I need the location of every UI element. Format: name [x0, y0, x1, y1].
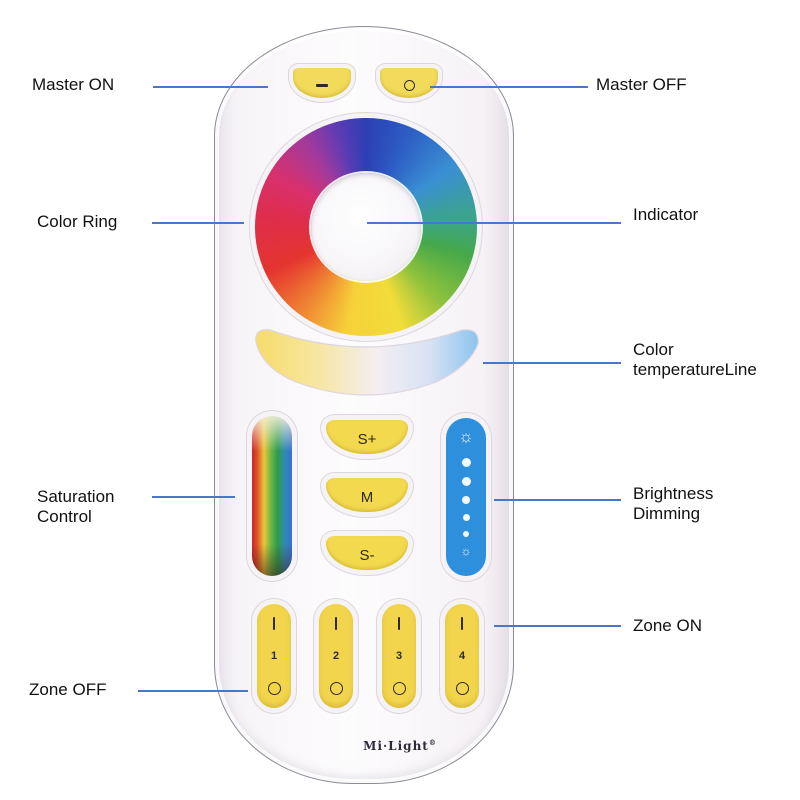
leader-line [152, 496, 235, 498]
label-master-off: Master OFF [596, 75, 687, 94]
zone-off-icon[interactable] [455, 682, 469, 695]
leader-line [152, 222, 244, 224]
brightness-dot-icon [462, 496, 470, 504]
brand-logo: Mi·Light® [363, 738, 437, 753]
mode-label: M [360, 488, 374, 506]
zone-number: 4 [458, 650, 466, 662]
sun-dim-icon: ☼ [460, 544, 472, 558]
leader-line [153, 86, 268, 88]
sun-bright-icon: ☼ [458, 427, 474, 446]
zone-number: 1 [270, 650, 278, 662]
brightness-dot-icon [463, 531, 469, 537]
circle-icon [403, 79, 415, 91]
label-color-temperature: Color temperatureLine [633, 340, 757, 379]
brightness-slider[interactable]: ☼ ☼ [446, 418, 486, 576]
zone-number: 2 [332, 650, 340, 662]
zone-3-button[interactable]: 3 [382, 604, 416, 708]
leader-line [483, 362, 621, 364]
zone-number: 3 [395, 650, 403, 662]
zone-off-icon[interactable] [392, 682, 406, 695]
minus-icon [316, 83, 328, 87]
label-brightness: Brightness Dimming [633, 484, 714, 523]
zone-off-icon[interactable] [267, 682, 281, 695]
zone-1-button[interactable]: 1 [257, 604, 291, 708]
color-temperature-slider[interactable] [246, 322, 486, 400]
label-saturation: Saturation Control [37, 487, 115, 526]
label-color-ring: Color Ring [37, 212, 118, 231]
zone-off-icon[interactable] [329, 682, 343, 695]
label-master-on: Master ON [32, 75, 115, 94]
label-zone-off: Zone OFF [29, 680, 107, 699]
indicator-light [311, 173, 421, 281]
zone-4-button[interactable]: 4 [445, 604, 479, 708]
brightness-dot-icon [462, 514, 470, 521]
leader-line [367, 222, 621, 224]
leader-line [494, 625, 621, 627]
leader-line [494, 499, 621, 501]
brightness-dot-icon [461, 477, 471, 486]
brightness-dot-icon [461, 458, 471, 467]
zone-on-icon[interactable] [460, 617, 464, 630]
leader-line [138, 690, 248, 692]
leader-line [430, 86, 588, 88]
label-zone-on: Zone ON [633, 616, 702, 635]
zone-2-button[interactable]: 2 [319, 604, 353, 708]
zone-on-icon[interactable] [272, 617, 276, 630]
label-indicator: Indicator [633, 205, 699, 224]
zone-on-icon[interactable] [397, 617, 401, 630]
speed-up-label: S+ [357, 430, 377, 448]
speed-down-label: S- [359, 546, 375, 564]
zone-on-icon[interactable] [334, 617, 338, 630]
saturation-slider[interactable] [252, 416, 292, 576]
